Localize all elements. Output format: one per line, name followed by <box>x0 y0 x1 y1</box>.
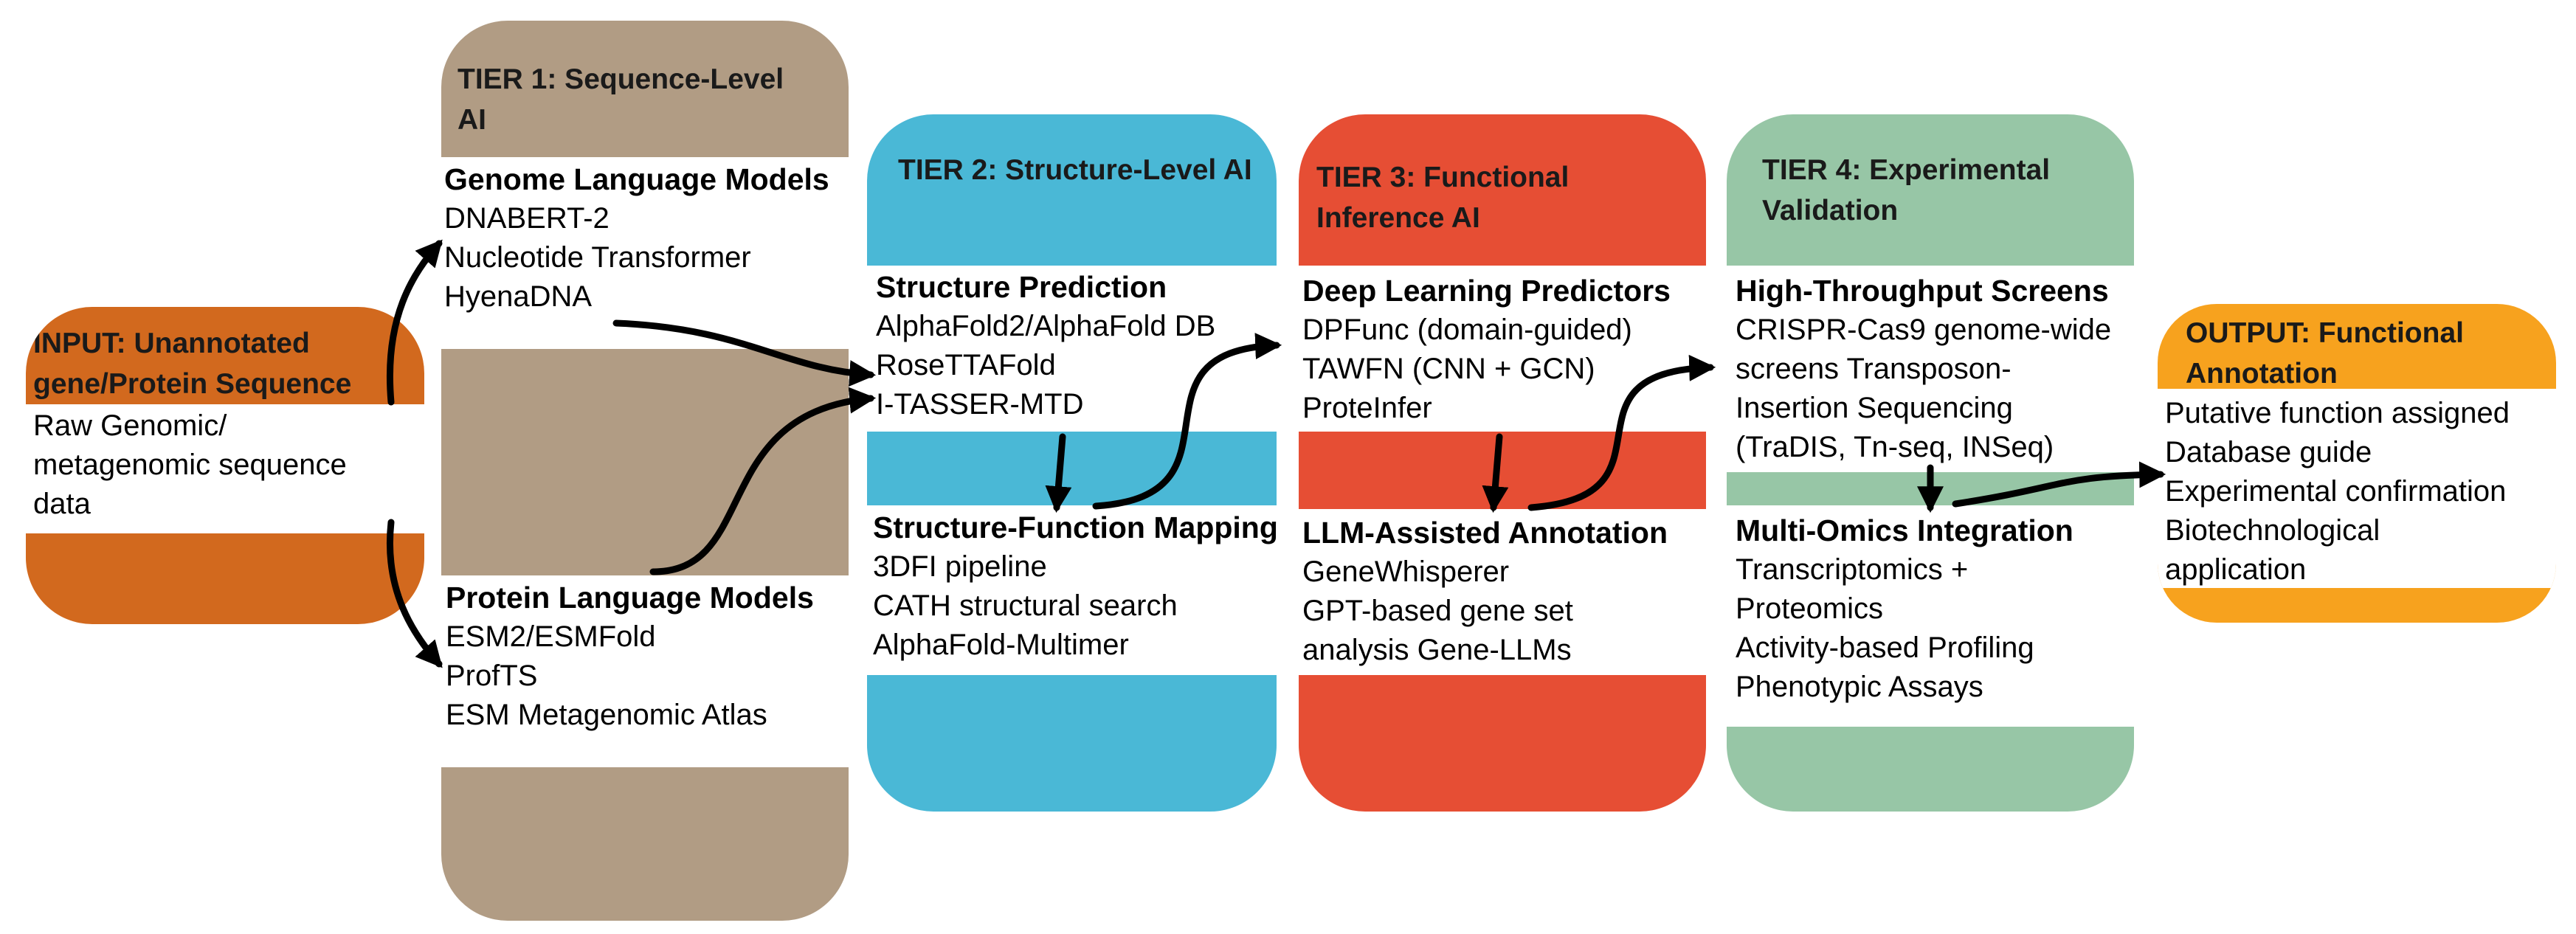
tier1-item: Nucleotide Transformer <box>444 241 751 274</box>
arrow-tier3-down <box>1482 433 1509 513</box>
tier2-box: TIER 2: Structure-Level AI Structure Pre… <box>867 114 1277 812</box>
tier3-box: TIER 3: Functional Inference AI Deep Lea… <box>1299 114 1706 812</box>
tier4-band-screens <box>1727 266 2134 472</box>
tier3-item: ProteInfer <box>1302 392 1432 424</box>
arrow-tier2-to-tier3 <box>1092 333 1282 510</box>
arrow-genome-to-structure <box>612 319 877 387</box>
tier4-item: Insertion Sequencing <box>1736 392 2013 424</box>
tier4-item: CRISPR-Cas9 genome-wide <box>1736 314 2112 346</box>
output-title: OUTPUT: Functional Annotation <box>2186 317 2464 390</box>
output-box: OUTPUT: Functional Annotation Putative f… <box>2158 304 2556 623</box>
tier2-heading: Structure Prediction <box>876 270 1167 304</box>
tier4-item: Transcriptomics + <box>1736 553 1969 586</box>
output-items: Putative function assigned Database guid… <box>2165 394 2510 589</box>
arrow-tier3-to-tier4 <box>1527 354 1716 511</box>
input-item: data <box>33 488 91 520</box>
tier1-band-genome <box>441 157 849 349</box>
tier4-title: TIER 4: Experimental Validation <box>1762 154 2051 226</box>
tier2-heading: Structure-Function Mapping <box>873 511 1277 544</box>
arrow-tier4-to-output <box>1952 461 2166 508</box>
tier1-section-genome: Genome Language Models DNABERT-2 Nucleot… <box>444 159 829 316</box>
arrow-input-to-protein <box>387 519 443 668</box>
tier1-heading: Genome Language Models <box>444 162 829 196</box>
tier1-item: ESM2/ESMFold <box>446 620 656 653</box>
tier2-section-structure: Structure Prediction AlphaFold2/AlphaFol… <box>876 267 1215 424</box>
tier2-title: TIER 2: Structure-Level AI <box>898 154 1252 186</box>
tier1-box: TIER 1: Sequence-Level AI Genome Languag… <box>441 21 849 921</box>
tier1-heading: Protein Language Models <box>446 581 814 615</box>
output-item: Database guide <box>2165 436 2372 468</box>
arrow-input-to-genome <box>386 239 443 406</box>
tier4-item: Phenotypic Assays <box>1736 671 1983 703</box>
tier4-item: (TraDIS, Tn-seq, INSeq) <box>1736 431 2054 463</box>
tier3-band-llm <box>1299 509 1706 675</box>
tier1-item: HyenaDNA <box>444 280 593 313</box>
tier3-item: TAWFN (CNN + GCN) <box>1302 353 1595 385</box>
tier2-section-mapping: Structure-Function Mapping 3DFI pipeline… <box>873 508 1277 665</box>
input-item: Raw Genomic/ <box>33 409 227 442</box>
output-item: Experimental confirmation <box>2165 475 2507 508</box>
tier3-item: analysis Gene-LLMs <box>1302 634 1572 666</box>
tier1-item: DNABERT-2 <box>444 202 610 235</box>
tier4-heading: High-Throughput Screens <box>1736 274 2109 308</box>
tier3-item: GPT-based gene set <box>1302 595 1573 627</box>
tier3-heading: LLM-Assisted Annotation <box>1302 516 1668 550</box>
tier1-item: ESM Metagenomic Atlas <box>446 699 767 731</box>
tier2-item: I-TASSER-MTD <box>876 388 1084 421</box>
input-items: Raw Genomic/ metagenomic sequence data <box>33 407 347 524</box>
input-box: INPUT: Unannotated gene/Protein Sequence… <box>26 307 424 624</box>
tier1-title: TIER 1: Sequence-Level AI <box>457 63 784 136</box>
input-text-band <box>26 404 424 533</box>
tier4-band-omics <box>1727 505 2134 727</box>
tier3-item: GeneWhisperer <box>1302 556 1510 588</box>
tier3-heading: Deep Learning Predictors <box>1302 274 1671 308</box>
tier4-box: TIER 4: Experimental Validation High-Thr… <box>1727 114 2134 812</box>
output-item: Putative function assigned <box>2165 397 2510 429</box>
tier4-section-screens: High-Throughput Screens CRISPR-Cas9 geno… <box>1736 271 2111 467</box>
tier4-item: Activity-based Profiling <box>1736 632 2034 664</box>
output-item: Biotechnological <box>2165 514 2380 547</box>
tier4-heading: Multi-Omics Integration <box>1736 513 2073 547</box>
input-item: metagenomic sequence <box>33 449 347 481</box>
tier1-band-protein <box>441 575 849 767</box>
input-title: INPUT: Unannotated gene/Protein Sequence <box>33 328 352 400</box>
tier1-section-protein: Protein Language Models ESM2/ESMFold Pro… <box>446 578 814 735</box>
arrow-tier2-down <box>1045 433 1072 513</box>
output-item: application <box>2165 553 2307 586</box>
tier3-title: TIER 3: Functional Inference AI <box>1316 162 1570 234</box>
tier2-band-mapping <box>867 505 1277 675</box>
tier3-section-llm: LLM-Assisted Annotation GeneWhisperer GP… <box>1302 513 1668 670</box>
tier2-item: AlphaFold2/AlphaFold DB <box>876 310 1216 342</box>
tier3-item: DPFunc (domain-guided) <box>1302 314 1632 346</box>
tier4-item: screens Transposon- <box>1736 353 2012 385</box>
tier2-item: RoseTTAFold <box>876 349 1056 381</box>
output-text-band <box>2158 389 2556 588</box>
tier1-item: ProfTS <box>446 660 538 692</box>
tier2-item: AlphaFold-Multimer <box>873 629 1129 661</box>
tier3-band-dl <box>1299 266 1706 432</box>
tier4-section-omics: Multi-Omics Integration Transcriptomics … <box>1736 511 2073 707</box>
tier3-section-dl: Deep Learning Predictors DPFunc (domain-… <box>1302 271 1671 428</box>
tier2-band-structure <box>867 266 1277 432</box>
tier2-item: 3DFI pipeline <box>873 550 1047 583</box>
tier2-item: CATH structural search <box>873 589 1178 622</box>
tier4-item: Proteomics <box>1736 592 1884 625</box>
arrow-protein-to-structure <box>649 387 877 575</box>
